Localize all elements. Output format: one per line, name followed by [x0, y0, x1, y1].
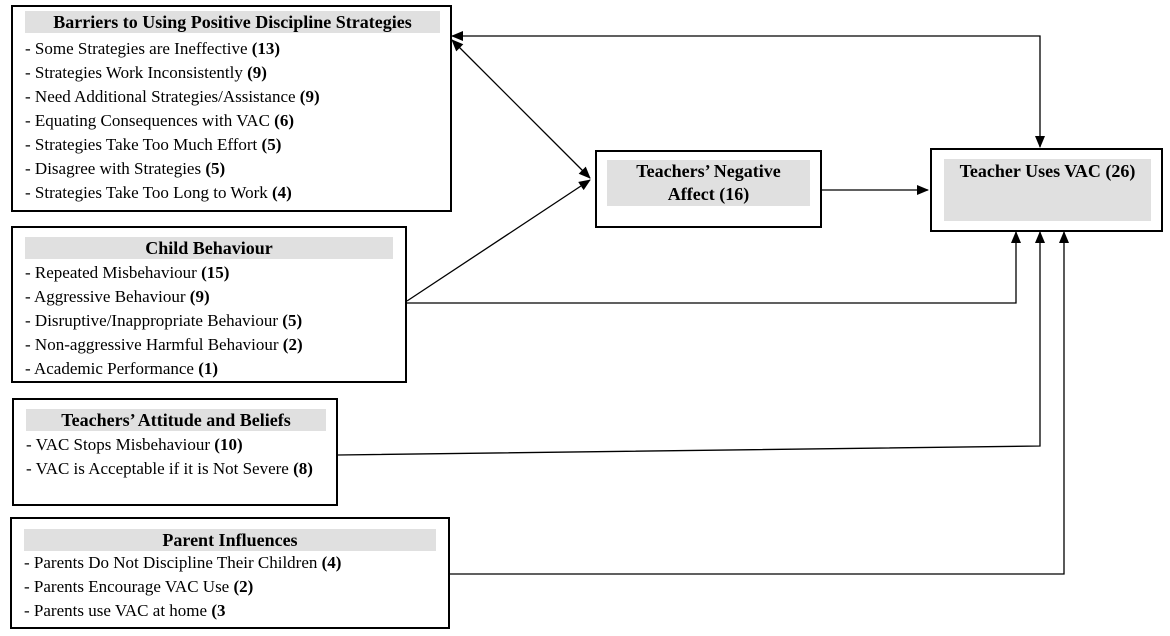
list-item: - Aggressive Behaviour (9) — [25, 287, 210, 306]
list-item: - Strategies Take Too Long to Work (4) — [25, 183, 292, 202]
child-behaviour-box: Child Behaviour - Repeated Misbehaviour … — [11, 226, 407, 383]
parent-influences-title: Parent Influences — [24, 529, 436, 551]
list-item: - Disruptive/Inappropriate Behaviour (5) — [25, 311, 303, 330]
arrow-child-vac — [407, 231, 1021, 304]
list-item: - Disagree with Strategies (5) — [25, 159, 226, 178]
negative-affect-line1: Teachers’ Negative — [636, 161, 781, 181]
list-item: - Repeated Misbehaviour (15) — [25, 263, 230, 282]
arrow-child-affect — [406, 179, 591, 302]
arrow-parents-vac — [450, 231, 1069, 575]
arrow-barriers-affect — [451, 39, 591, 179]
teacher-uses-vac-box: Teacher Uses VAC (26) — [930, 148, 1163, 232]
negative-affect-box: Teachers’ Negative Affect (16) — [595, 150, 822, 228]
parent-influences-box: Parent Influences - Parents Do Not Disci… — [10, 517, 450, 629]
list-item: - Academic Performance (1) — [25, 359, 219, 378]
barriers-title: Barriers to Using Positive Discipline St… — [25, 11, 440, 33]
attitudes-title: Teachers’ Attitude and Beliefs — [26, 409, 326, 431]
attitudes-box: Teachers’ Attitude and Beliefs - VAC Sto… — [12, 398, 338, 506]
child-behaviour-list: - Repeated Misbehaviour (15) - Aggressiv… — [25, 261, 303, 381]
arrow-barriers-vac — [451, 31, 1045, 148]
barriers-box: Barriers to Using Positive Discipline St… — [11, 5, 452, 212]
list-item: - VAC Stops Misbehaviour (10) — [26, 435, 243, 454]
parent-influences-list: - Parents Do Not Discipline Their Childr… — [24, 551, 341, 623]
attitudes-list: - VAC Stops Misbehaviour (10) - VAC is A… — [26, 433, 316, 481]
list-item: - Strategies Take Too Much Effort (5) — [25, 135, 282, 154]
child-behaviour-title: Child Behaviour — [25, 237, 393, 259]
barriers-list: - Some Strategies are Ineffective (13) -… — [25, 37, 320, 205]
negative-affect-line2: Affect (16) — [667, 184, 750, 204]
list-item: - Strategies Work Inconsistently (9) — [25, 63, 267, 82]
teacher-uses-vac-title: Teacher Uses VAC (26) — [944, 159, 1151, 221]
list-item: - Equating Consequences with VAC (6) — [25, 111, 294, 130]
list-item: - Parents Do Not Discipline Their Childr… — [24, 553, 342, 572]
list-item: - VAC is Acceptable if it is Not Severe … — [26, 459, 313, 478]
list-item: - Need Additional Strategies/Assistance … — [25, 87, 320, 106]
list-item: - Parents use VAC at home (3 — [24, 601, 226, 620]
arrow-attitudes-vac — [337, 231, 1045, 456]
negative-affect-title: Teachers’ Negative Affect (16) — [607, 160, 810, 206]
list-item: - Parents Encourage VAC Use (2) — [24, 577, 254, 596]
list-item: - Some Strategies are Ineffective (13) — [25, 39, 281, 58]
list-item: - Non-aggressive Harmful Behaviour (2) — [25, 335, 303, 354]
